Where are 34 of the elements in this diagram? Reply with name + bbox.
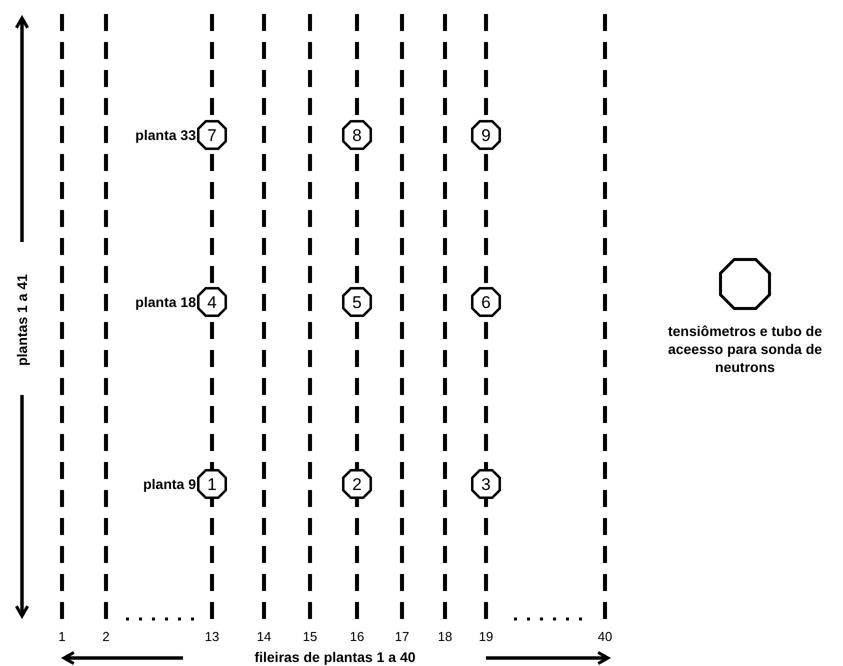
- axis-label: plantas 1 a 41: [15, 274, 29, 366]
- row-number: 2: [102, 630, 110, 643]
- plant-label: planta 18: [134, 295, 196, 309]
- row-number: 18: [438, 630, 452, 643]
- octagon-marker: [342, 287, 372, 317]
- octagon-marker: [197, 469, 227, 499]
- row-number: 13: [204, 630, 220, 643]
- marker-number: 7: [206, 124, 218, 146]
- plant-label: planta 9: [142, 477, 196, 491]
- marker-number: 4: [206, 292, 218, 314]
- row-number: 40: [598, 630, 612, 643]
- marker-number: 1: [206, 474, 218, 496]
- octagon-marker: [197, 120, 227, 150]
- plant-label: planta 33: [134, 128, 196, 142]
- row-number: 15: [302, 630, 318, 643]
- marker-number: 9: [480, 124, 492, 146]
- octagon-marker: [471, 120, 501, 150]
- axis-label: fileiras de plantas 1 a 40: [254, 650, 416, 664]
- octagon-marker: [197, 287, 227, 317]
- marker-number: 6: [480, 292, 492, 314]
- row-number: 1: [58, 630, 66, 643]
- octagon-marker: [471, 469, 501, 499]
- marker-number: 5: [351, 292, 363, 314]
- row-number: 19: [478, 630, 494, 643]
- octagon-marker: [342, 469, 372, 499]
- octagon-marker: [471, 287, 501, 317]
- row-number: 17: [394, 630, 410, 643]
- row-number: 14: [256, 630, 272, 643]
- marker-number: 8: [351, 124, 363, 146]
- octagon-marker: [342, 120, 372, 150]
- marker-number: 2: [351, 474, 363, 496]
- marker-number: 3: [480, 474, 492, 496]
- row-number: 16: [350, 630, 364, 643]
- legend-text: tensiômetros e tubo de aceesso para sonda de neutrons: [666, 322, 824, 376]
